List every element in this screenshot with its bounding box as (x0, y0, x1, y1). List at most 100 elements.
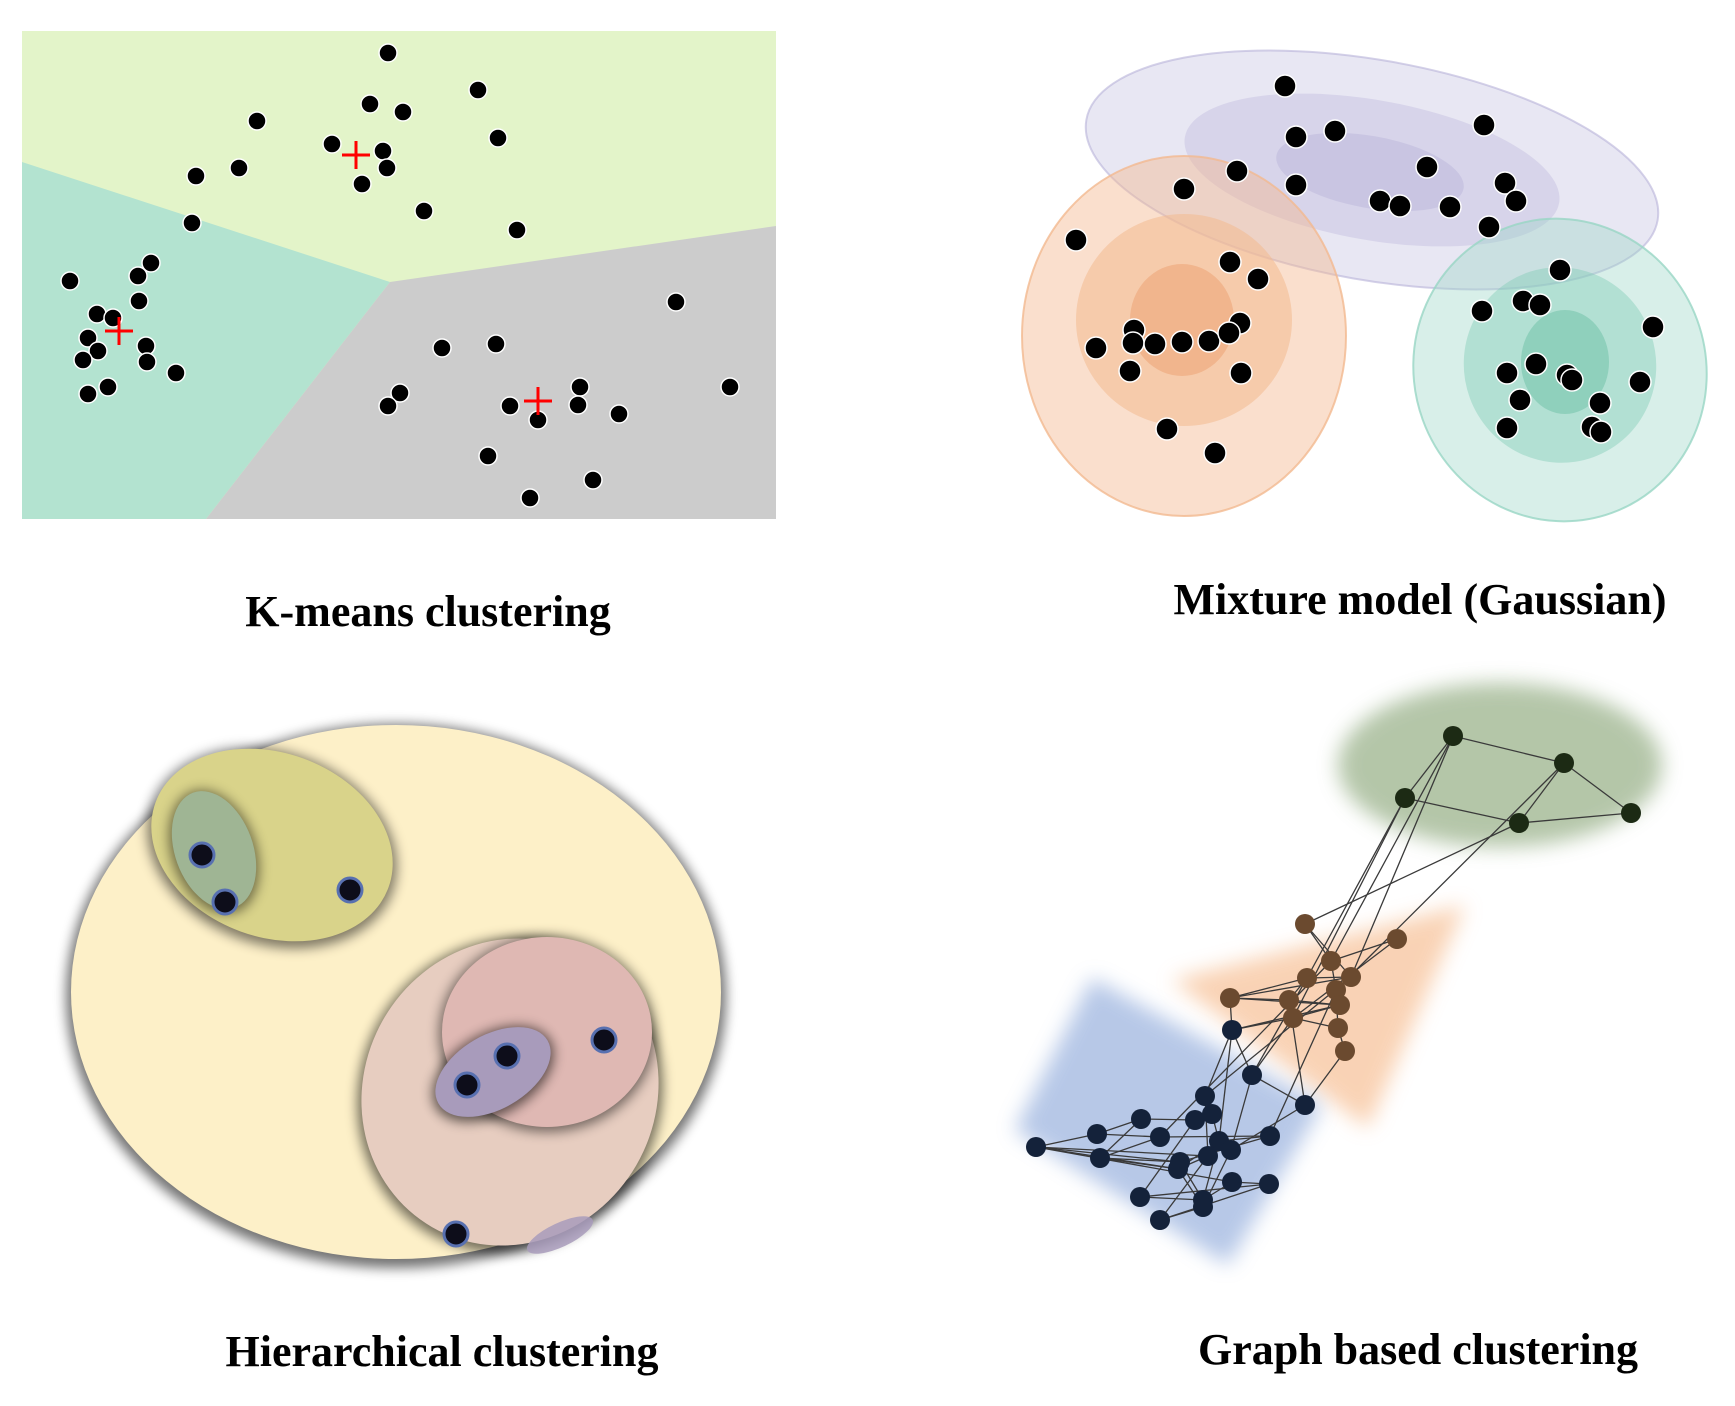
graph-edge (1304, 923, 1352, 978)
graph-edge (1306, 797, 1406, 979)
graph-region-blue (1015, 978, 1322, 1265)
mixture-panel (1021, 49, 1708, 523)
kmeans-point (486, 334, 506, 354)
graph-node (1295, 1095, 1315, 1115)
kmeans-point (98, 377, 118, 397)
kmeans-centroids (105, 141, 552, 415)
kmeans-point (182, 213, 202, 233)
kmeans-point (352, 174, 372, 194)
mixture-point (1225, 159, 1249, 183)
kmeans-point (137, 352, 157, 372)
kmeans-point (73, 350, 93, 370)
graph-edge (1139, 1196, 1204, 1201)
graph-caption: Graph based clustering (1197, 1325, 1639, 1374)
gaussian-purple-middle (1184, 93, 1560, 247)
mixture-caption: Mixture model (Gaussian) (1173, 575, 1667, 624)
kmeans-point (166, 363, 186, 383)
centroid-marker (342, 141, 370, 169)
graph-edge (1251, 977, 1308, 1076)
graph-panel (1015, 683, 1662, 1265)
mixture-point (1524, 352, 1548, 376)
graph-edge (1139, 1119, 1196, 1198)
kmeans-point (568, 395, 588, 415)
kmeans-point (393, 102, 413, 122)
graph-node (1026, 1137, 1046, 1157)
mixture-point (1084, 336, 1108, 360)
mixture-point (1246, 267, 1270, 291)
graph-node (1297, 968, 1317, 988)
kmeans-point (128, 266, 148, 286)
graph-edge (1335, 762, 1565, 991)
mixture-point (1218, 250, 1242, 274)
gaussian-green-inner (1521, 310, 1609, 414)
mixture-point (1172, 177, 1196, 201)
mixture-points (1064, 74, 1665, 465)
kmeans-point (583, 470, 603, 490)
mixture-point (1470, 299, 1494, 323)
graph-node (1283, 1008, 1303, 1028)
mixture-point (1118, 359, 1142, 383)
graph-node (1150, 1127, 1170, 1147)
graph-node (1554, 753, 1574, 773)
kmeans-point (186, 166, 206, 186)
hierarchical-panel (66, 724, 726, 1268)
mixture-point (1229, 361, 1253, 385)
kmeans-point (378, 43, 398, 63)
graph-edge (1330, 938, 1398, 962)
hierarchical-point (442, 1220, 470, 1248)
kmeans-point (88, 341, 108, 361)
graph-node (1131, 1109, 1151, 1129)
graph-edge (1404, 797, 1520, 824)
mixture-point (1504, 189, 1528, 213)
graph-edge (1518, 812, 1632, 824)
kmeans-panel (22, 31, 776, 519)
kmeans-region-left (22, 162, 390, 519)
graph-edge (1035, 1133, 1098, 1148)
hierarchical-point (453, 1071, 481, 1099)
kmeans-point (322, 134, 342, 154)
mixture-point (1155, 417, 1179, 441)
mixture-point (1273, 74, 1297, 98)
mixture-point (1508, 388, 1532, 412)
graph-node (1150, 1210, 1170, 1230)
mixture-point (1217, 321, 1241, 345)
graph-node (1321, 951, 1341, 971)
kmeans-point (488, 128, 508, 148)
graph-edge (1218, 1029, 1233, 1142)
graph-edge (1563, 762, 1632, 814)
kmeans-point (141, 253, 161, 273)
gaussian-purple-inner (1276, 132, 1464, 212)
graph-node (1330, 995, 1350, 1015)
mixture-point (1284, 173, 1308, 197)
kmeans-point (570, 377, 590, 397)
hierarchical-point (211, 888, 239, 916)
kmeans-points (60, 43, 740, 508)
mixture-point (1388, 194, 1412, 218)
kmeans-point (78, 384, 98, 404)
graph-nodes (1026, 726, 1641, 1230)
graph-edge (1330, 735, 1454, 962)
kmeans-point (468, 80, 488, 100)
kmeans-point (609, 404, 629, 424)
mixture-point (1143, 332, 1167, 356)
kmeans-point (78, 328, 98, 348)
kmeans-point (720, 377, 740, 397)
graph-edge (1159, 1155, 1209, 1221)
kmeans-point (87, 304, 107, 324)
hierarchical-point (493, 1042, 521, 1070)
graph-edge (1304, 822, 1520, 925)
kmeans-point (520, 488, 540, 508)
graph-node (1185, 1110, 1205, 1130)
kmeans-point (378, 396, 398, 416)
graph-node (1259, 1174, 1279, 1194)
mixture-point (1495, 416, 1519, 440)
graph-node (1341, 967, 1361, 987)
graph-region-orange (1172, 905, 1465, 1128)
graph-node (1242, 1065, 1262, 1085)
kmeans-point (136, 336, 156, 356)
kmeans-point (507, 220, 527, 240)
mixture-point (1203, 441, 1227, 465)
graph-node (1328, 1018, 1348, 1038)
kmeans-point (247, 111, 267, 131)
